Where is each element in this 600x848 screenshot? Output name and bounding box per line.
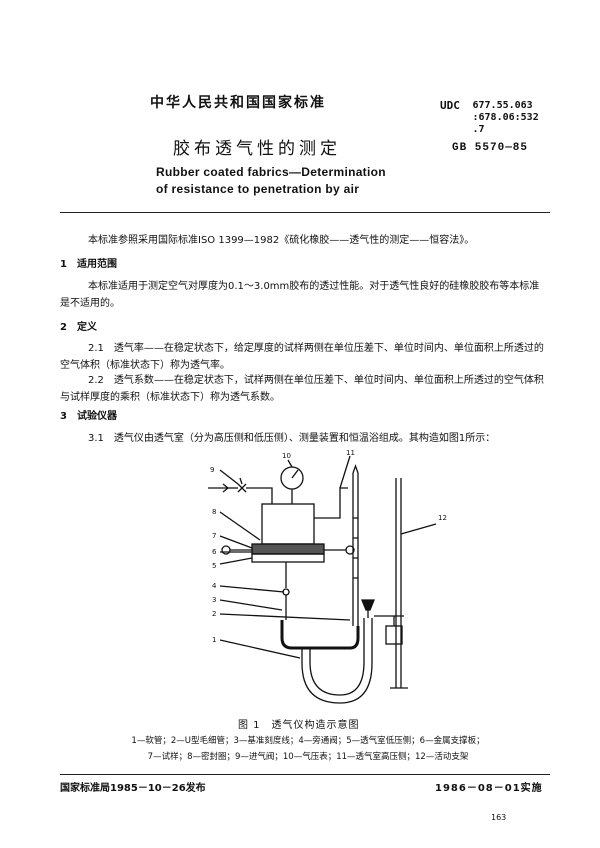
callout-1: 1 (212, 636, 216, 644)
section-1-text: 本标准适用于测定空气对厚度为0.1～3.0mm胶布的透过性能。对于透气性良好的硅… (60, 281, 540, 309)
gb-standard-code: GB 5570—85 (452, 142, 529, 154)
english-title-line-1: Rubber coated fabrics—Determination (156, 165, 386, 179)
effective-date: 1986－08－01实施 (435, 783, 543, 794)
section-3-heading: 3 试验仪器 (60, 411, 117, 422)
udc-codes: 677.55.063 :678.06:532 .7 (473, 100, 539, 136)
footer-divider (60, 774, 550, 775)
section-3-1-text: 3.1 透气仪由透气室（分为高压侧和低压侧）、测量装置和恒温浴组成。其构造如图1… (88, 433, 496, 444)
udc-label: UDC (440, 99, 460, 112)
callout-6: 6 (212, 548, 217, 556)
udc-code-3: .7 (472, 124, 485, 135)
callout-12: 12 (438, 514, 447, 522)
u-tube (280, 620, 360, 650)
funnel (361, 599, 375, 611)
counterweight (385, 625, 403, 645)
figure-legend-line-2: 7—试样；8—密封圈；9—进气阀；10—气压表；11—透气室高压侧；12—活动支… (147, 752, 469, 762)
callout-11: 11 (346, 449, 355, 457)
section-2-heading: 2 定义 (60, 322, 97, 333)
page-number: 163 (491, 813, 507, 822)
udc-block: UDC 677.55.063 :678.06:532 .7 (440, 100, 539, 136)
callout-9: 9 (210, 466, 214, 474)
capillary-tube (352, 473, 359, 626)
section-2-2-text: 2.2 透气系数——在稳定状态下，试样两侧在单位压差下、单位时间内、单位面积上所… (60, 375, 544, 403)
permeameter-diagram: 9 10 11 12 8 7 6 5 4 3 2 1 (208, 449, 447, 704)
header-divider (60, 212, 550, 213)
document-title-english: Rubber coated fabrics—Determination of r… (156, 164, 386, 198)
issuing-body-title: 中华人民共和国国家标准 (150, 95, 326, 111)
callout-2: 2 (212, 610, 216, 618)
high-pressure-chamber (261, 503, 315, 545)
callout-5: 5 (212, 562, 216, 570)
callout-7: 7 (212, 532, 216, 540)
issue-date: 国家标准局1985－10－26发布 (60, 783, 206, 794)
udc-code-2: :678.06:532 (472, 112, 539, 123)
inlet-valve (237, 483, 247, 493)
figure-caption: 图 1 透气仪构造示意图 (238, 720, 360, 731)
callout-3: 3 (212, 596, 216, 604)
intro-paragraph: 本标准参照采用国际标准ISO 1399—1982《硫化橡胶——透气性的测定——恒… (88, 235, 475, 246)
udc-code-1: 677.55.063 (472, 100, 533, 111)
callout-8: 8 (212, 508, 216, 516)
soft-tube (301, 618, 373, 704)
callout-4: 4 (212, 582, 217, 590)
section-2-1-text: 2.1 透气率——在稳定状态下，给定厚度的试样两侧在单位压差下、单位时间内、单位… (60, 343, 544, 371)
sample-holder (251, 543, 325, 555)
document-title-chinese: 胶布透气性的测定 (173, 139, 341, 159)
section-1-heading: 1 适用范围 (60, 259, 117, 270)
english-title-line-2: of resistance to penetration by air (156, 182, 360, 196)
movable-stand (395, 478, 402, 688)
figure-legend-line-1: 1—软管；2—U型毛细管；3—基准刻度线；4—旁通阀；5—透气室低压侧；6—金属… (131, 736, 485, 746)
callout-10: 10 (282, 452, 291, 460)
